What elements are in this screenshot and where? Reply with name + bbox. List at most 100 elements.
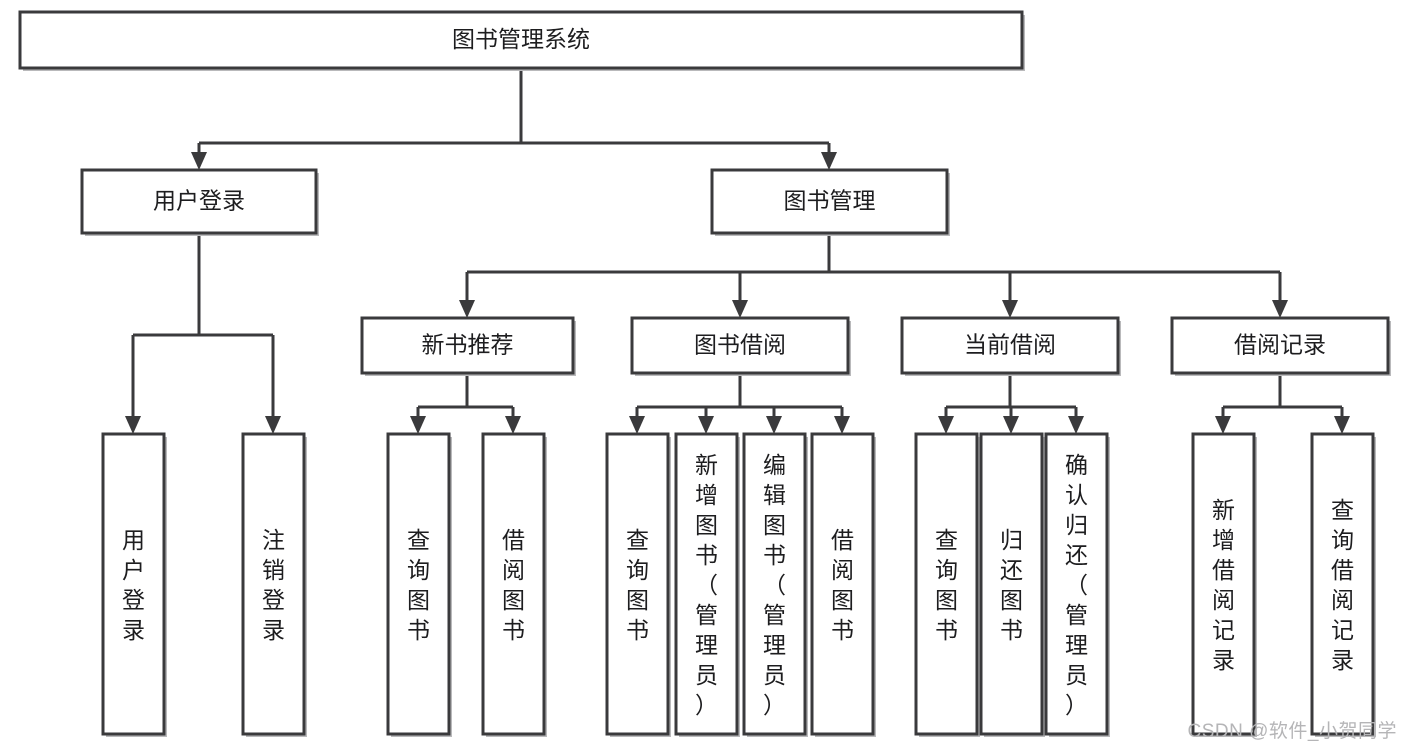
node-label-char: 辑 <box>763 482 786 508</box>
node-label-char: 书 <box>831 617 854 643</box>
node-label-char: 员 <box>1065 662 1088 688</box>
connector-borrow-record-to-leaves <box>1215 373 1350 434</box>
node-label-char: 图 <box>695 512 718 538</box>
arrowhead-icon <box>629 416 645 434</box>
node-book-borrow[interactable]: 图书借阅 <box>630 316 851 376</box>
node-rect <box>481 432 546 736</box>
node-label-char: 销 <box>262 557 285 583</box>
node-label-char: 登 <box>262 587 285 613</box>
connector-user-login-to-leaves <box>125 233 281 434</box>
node-label-char: 还 <box>1065 542 1088 568</box>
node-label-char: 录 <box>1212 647 1235 673</box>
arrowhead-icon <box>698 416 714 434</box>
node-label-char: 询 <box>1331 527 1354 553</box>
node-user-login[interactable]: 用户登录 <box>80 168 319 236</box>
node-label-char: 图 <box>626 587 649 613</box>
node-new-book-rec[interactable]: 新书推荐 <box>360 316 576 376</box>
node-book-manage[interactable]: 图书管理 <box>710 168 950 236</box>
node-label-char: 录 <box>262 617 285 643</box>
node-rect <box>900 316 1120 375</box>
node-label-char: 记 <box>1212 617 1235 643</box>
node-label: 图书借阅 <box>694 332 786 358</box>
node-label-char: 新 <box>695 452 718 478</box>
node-label-char: 增 <box>1212 527 1235 553</box>
arrowhead-icon <box>505 416 521 434</box>
node-label-char: 管 <box>1065 602 1088 628</box>
node-rect <box>710 168 949 235</box>
watermark-label: CSDN @软件_小贺同学 <box>1187 721 1397 742</box>
node-rect <box>810 432 875 736</box>
connector-root-to-level1 <box>191 68 837 170</box>
node-label-char: 图 <box>1000 587 1023 613</box>
node-label-char: 归 <box>1065 512 1088 538</box>
arrowhead-icon <box>191 152 207 170</box>
node-label-char: 编 <box>763 452 786 478</box>
node-label-char: 管 <box>695 602 718 628</box>
node-label-char: （ <box>695 572 718 598</box>
arrowhead-icon <box>1003 416 1019 434</box>
node-label-char: 书 <box>695 542 718 568</box>
nodes-layer: 图书管理系统用户登录图书管理新书推荐图书借阅当前借阅借阅记录用户登录注销登录查询… <box>18 10 1391 737</box>
arrowhead-icon <box>732 300 748 318</box>
connectors-layer <box>125 68 1350 434</box>
node-label-char: 借 <box>1331 557 1354 583</box>
arrowhead-icon <box>1334 416 1350 434</box>
node-label-char: 图 <box>763 512 786 538</box>
node-label-char: 查 <box>1331 497 1354 523</box>
node-label-char: 询 <box>935 557 958 583</box>
node-rect <box>1191 432 1256 736</box>
node-label-char: 书 <box>1000 617 1023 643</box>
node-label-char: 书 <box>502 617 525 643</box>
node-label-char: 确 <box>1065 452 1088 478</box>
arrowhead-icon <box>459 300 475 318</box>
connector-new-book-rec-to-leaves <box>410 373 521 434</box>
connector-book-borrow-to-leaves <box>629 373 850 434</box>
arrowhead-icon <box>1002 300 1018 318</box>
arrowhead-icon <box>265 416 281 434</box>
node-rect <box>386 432 451 736</box>
node-rect <box>101 432 166 736</box>
node-label-char: 注 <box>262 527 285 553</box>
arrowhead-icon <box>834 416 850 434</box>
connector-book-manage-to-level2 <box>459 233 1288 318</box>
node-label-char: 增 <box>695 482 718 508</box>
node-label: 用户登录 <box>153 188 245 214</box>
node-rect <box>979 432 1044 736</box>
node-label-char: 查 <box>935 527 958 553</box>
node-label-char: 户 <box>122 557 145 583</box>
arrowhead-icon <box>938 416 954 434</box>
node-root[interactable]: 图书管理系统 <box>18 10 1025 71</box>
node-label-char: 书 <box>626 617 649 643</box>
node-label-char: 录 <box>122 617 145 643</box>
node-label-char: 登 <box>122 587 145 613</box>
node-rect <box>630 316 850 375</box>
node-label-char: 用 <box>122 527 145 553</box>
node-label-char: ） <box>1065 692 1088 718</box>
node-label-char: 图 <box>407 587 430 613</box>
node-label-char: 借 <box>502 527 525 553</box>
node-label-char: 归 <box>1000 527 1023 553</box>
arrowhead-icon <box>1215 416 1231 434</box>
node-label: 图书管理系统 <box>452 26 590 52</box>
node-current-borrow[interactable]: 当前借阅 <box>900 316 1121 376</box>
node-leaf-user-login[interactable]: 用户登录 <box>101 432 167 737</box>
node-label-char: 书 <box>407 617 430 643</box>
node-label-char: 员 <box>763 662 786 688</box>
node-label: 图书管理 <box>784 188 876 214</box>
node-label-char: 查 <box>626 527 649 553</box>
node-borrow-record[interactable]: 借阅记录 <box>1170 316 1391 376</box>
